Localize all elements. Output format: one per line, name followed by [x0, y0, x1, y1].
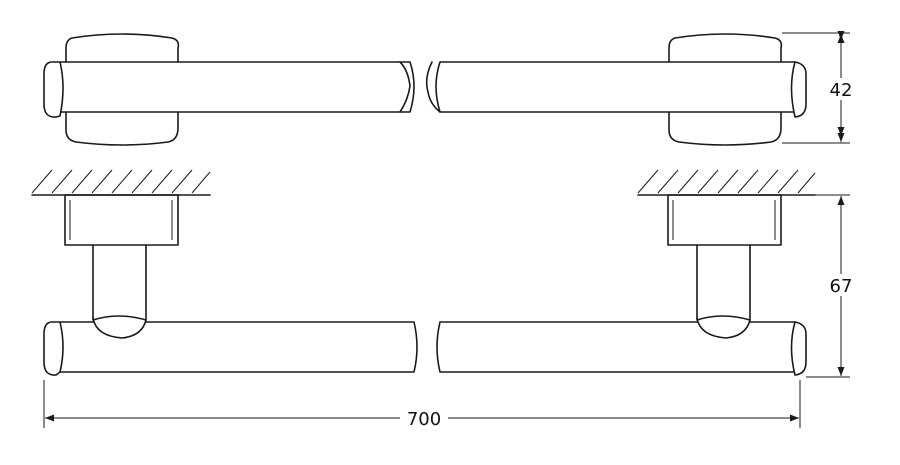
dim-label-700: 700	[407, 409, 441, 430]
side-bar-right	[436, 321, 796, 373]
side-bar-left	[59, 321, 418, 373]
top-bar-left	[59, 61, 415, 113]
left-bracket-base	[64, 194, 179, 246]
dim-label-67: 67	[830, 276, 853, 297]
wall-hatching-left	[31, 169, 211, 194]
top-left-end-cap	[43, 61, 64, 118]
side-right-end-cap	[790, 321, 807, 376]
side-left-end-cap	[43, 321, 64, 376]
left-post	[92, 244, 147, 321]
side-view	[31, 169, 816, 376]
dim-label-42: 42	[830, 80, 853, 101]
top-view	[43, 33, 807, 146]
right-bracket-base	[667, 194, 782, 246]
top-break-left	[399, 61, 411, 113]
right-mount-plate	[668, 33, 783, 146]
dimension-700: 700	[43, 380, 801, 430]
dimension-67: 67	[782, 194, 858, 378]
top-bar-right	[435, 61, 796, 113]
left-mount-plate	[65, 33, 180, 146]
top-break-right	[425, 61, 441, 113]
wall-hatching-right	[637, 169, 816, 194]
top-right-end-cap	[790, 61, 807, 118]
right-post	[696, 244, 751, 321]
dimension-42: 42	[782, 31, 858, 144]
